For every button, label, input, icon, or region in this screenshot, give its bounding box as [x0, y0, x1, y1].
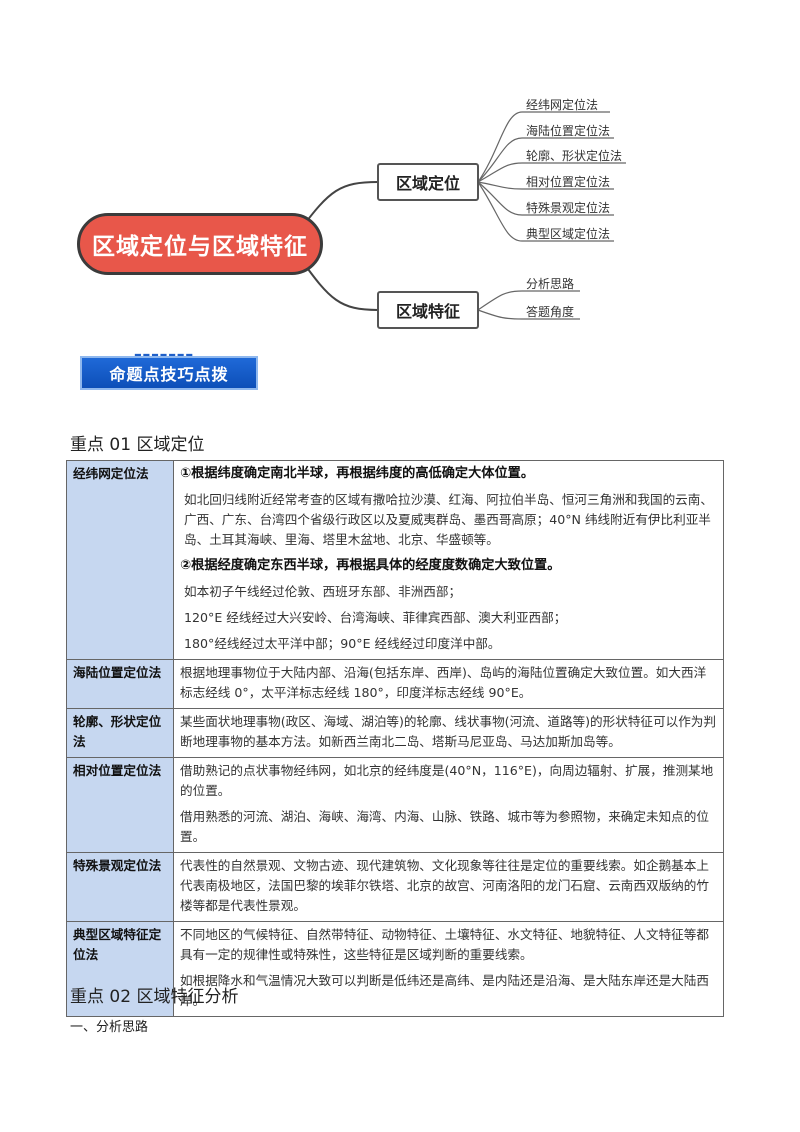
mind-map-leaf: 特殊景观定位法	[526, 201, 611, 215]
mind-map: 区域定位与区域特征 区域定位 区域特征 经纬网定位法 海陆位置定位法 轮廓、形状…	[0, 0, 800, 340]
section-title-2: 重点 02 区域特征分析	[70, 987, 239, 1007]
mind-map-leaf: 经纬网定位法	[526, 98, 599, 112]
table-paragraph: ②根据经度确定东西半球，再根据具体的经度度数确定大致位置。	[180, 558, 561, 573]
table-row-label: 经纬网定位法	[66, 460, 174, 660]
mind-map-branch-region-features: 区域特征	[377, 291, 479, 329]
table-paragraph: 180°经线经过太平洋中部；90°E 经线经过印度洋中部。	[184, 636, 501, 651]
table-row-content: 借助熟记的点状事物经纬网，如北京的经纬度是(40°N，116°E)，向周边辐射、…	[173, 757, 724, 853]
table-paragraph: 120°E 经线经过大兴安岭、台湾海峡、菲律宾西部、澳大利亚西部；	[184, 610, 567, 625]
table-paragraph: 借助熟记的点状事物经纬网，如北京的经纬度是(40°N，116°E)，向周边辐射、…	[180, 763, 714, 798]
table-row-label: 相对位置定位法	[66, 757, 174, 853]
table-row: 海陆位置定位法 根据地理事物位于大陆内部、沿海(包括东岸、西岸)、岛屿的海陆位置…	[66, 659, 724, 709]
mind-map-leaf: 海陆位置定位法	[526, 124, 611, 138]
table-paragraph: 某些面状地理事物(政区、海域、湖泊等)的轮廓、线状事物(河流、道路等)的形状特征…	[180, 714, 716, 749]
mind-map-branch-region-location: 区域定位	[377, 163, 479, 201]
table-row-label: 轮廓、形状定位法	[66, 708, 174, 758]
table-row-label: 海陆位置定位法	[66, 659, 174, 709]
table-row: 轮廓、形状定位法 某些面状地理事物(政区、海域、湖泊等)的轮廓、线状事物(河流、…	[66, 708, 724, 758]
table-row-label: 特殊景观定位法	[66, 852, 174, 922]
table-paragraph: 根据地理事物位于大陆内部、沿海(包括东岸、西岸)、岛屿的海陆位置确定大致位置。如…	[180, 665, 707, 700]
mind-map-leaf: 典型区域定位法	[526, 227, 611, 241]
table-row: 相对位置定位法 借助熟记的点状事物经纬网，如北京的经纬度是(40°N，116°E…	[66, 757, 724, 853]
section-title-1: 重点 01 区域定位	[70, 435, 205, 455]
table-row-content: 某些面状地理事物(政区、海域、湖泊等)的轮廓、线状事物(河流、道路等)的形状特征…	[173, 708, 724, 758]
region-location-table: 经纬网定位法 ①根据纬度确定南北半球，再根据纬度的高低确定大体位置。 如北回归线…	[66, 460, 724, 1017]
table-row: 典型区域特征定位法 不同地区的气候特征、自然带特征、动物特征、土壤特征、水文特征…	[66, 921, 724, 1017]
tips-banner: ■■■■■■■ 命题点技巧点拨	[80, 352, 258, 390]
banner-title: 命题点技巧点拨	[80, 356, 258, 390]
table-paragraph: 如本初子午线经过伦敦、西班牙东部、非洲西部；	[184, 584, 462, 599]
table-row: 特殊景观定位法 代表性的自然景观、文物古迹、现代建筑物、文化现象等往往是定位的重…	[66, 852, 724, 922]
table-paragraph: ①根据纬度确定南北半球，再根据纬度的高低确定大体位置。	[180, 466, 535, 481]
table-paragraph: 代表性的自然景观、文物古迹、现代建筑物、文化现象等往往是定位的重要线索。如企鹅基…	[180, 858, 709, 913]
mind-map-connectors	[299, 111, 626, 320]
mind-map-leaf: 答题角度	[526, 305, 575, 319]
table-row: 经纬网定位法 ①根据纬度确定南北半球，再根据纬度的高低确定大体位置。 如北回归线…	[66, 460, 724, 660]
mind-map-leaf: 轮廓、形状定位法	[526, 149, 623, 163]
table-row-content: 不同地区的气候特征、自然带特征、动物特征、土壤特征、水文特征、地貌特征、人文特征…	[173, 921, 724, 1017]
table-row-content: 根据地理事物位于大陆内部、沿海(包括东岸、西岸)、岛屿的海陆位置确定大致位置。如…	[173, 659, 724, 709]
subsection-heading: 一、分析思路	[70, 1020, 149, 1035]
table-row-label: 典型区域特征定位法	[66, 921, 174, 1017]
mind-map-root: 区域定位与区域特征	[77, 213, 323, 275]
table-paragraph: 不同地区的气候特征、自然带特征、动物特征、土壤特征、水文特征、地貌特征、人文特征…	[180, 927, 709, 962]
mind-map-leaf: 分析思路	[526, 277, 575, 291]
table-paragraph: 如根据降水和气温情况大致可以判断是低纬还是高纬、是内陆还是沿海、是大陆东岸还是大…	[180, 973, 709, 1008]
mind-map-leaf: 相对位置定位法	[526, 175, 611, 189]
table-paragraph: 借用熟悉的河流、湖泊、海峡、海湾、内海、山脉、铁路、城市等为参照物，来确定未知点…	[180, 809, 709, 844]
table-row-content: ①根据纬度确定南北半球，再根据纬度的高低确定大体位置。 如北回归线附近经常考查的…	[173, 460, 724, 660]
table-paragraph: 如北回归线附近经常考查的区域有撒哈拉沙漠、红海、阿拉伯半岛、恒河三角洲和我国的云…	[184, 492, 713, 547]
table-row-content: 代表性的自然景观、文物古迹、现代建筑物、文化现象等往往是定位的重要线索。如企鹅基…	[173, 852, 724, 922]
